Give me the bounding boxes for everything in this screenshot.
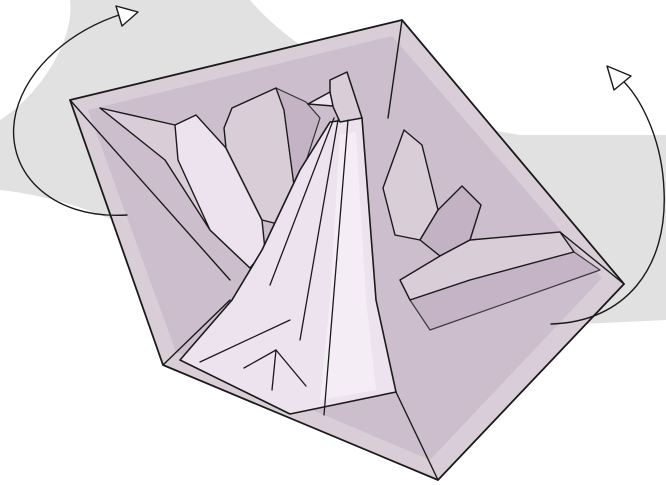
origami-diagram xyxy=(0,0,666,485)
